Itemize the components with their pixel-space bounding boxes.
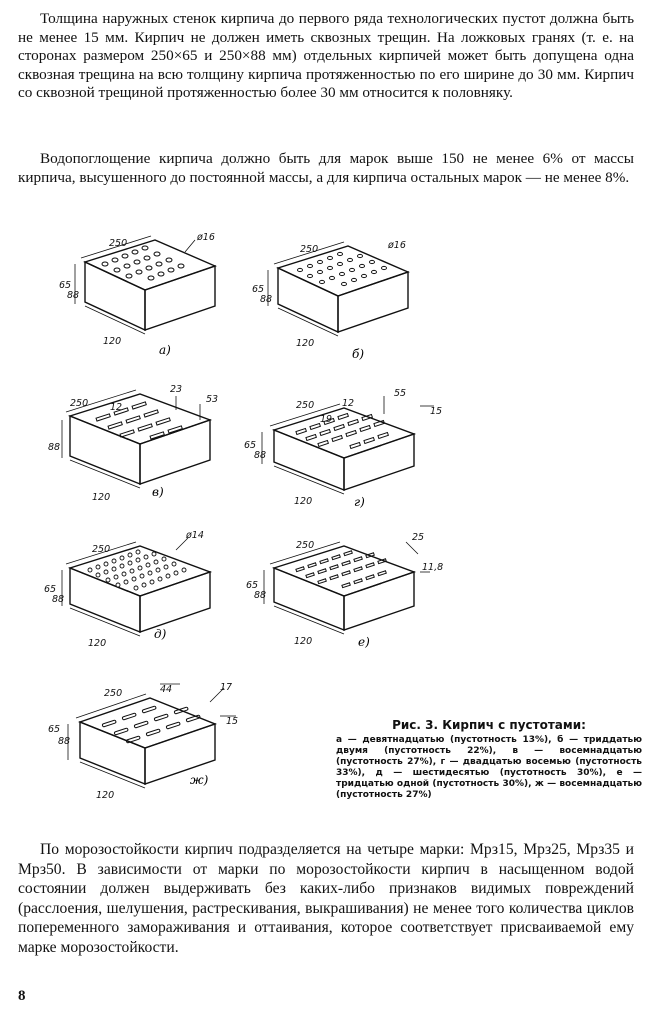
dim-height-alt: 88: [52, 594, 64, 605]
dim-height: 65: [44, 584, 56, 595]
dim-height: 65: [244, 440, 256, 451]
dim-length: 250: [104, 688, 122, 699]
dim-b: 53: [206, 394, 218, 405]
figure-label: е): [358, 635, 370, 649]
dim-height: 65: [246, 580, 258, 591]
dim-width: 120: [92, 492, 110, 503]
dim-b: 55: [394, 388, 406, 399]
dim-height: 65: [252, 284, 264, 295]
dim-length: 250: [296, 540, 314, 551]
dim-width: 120: [96, 790, 114, 801]
paragraph-wall-thickness: Толщина наружных стенок кирпича до перво…: [18, 10, 634, 102]
figure-caption: Рис. 3. Кирпич с пустотами: а — девятнад…: [336, 718, 642, 801]
dim-width: 120: [294, 636, 312, 647]
dim-width: 120: [103, 336, 121, 347]
brick-figure-v: 250 12 23 53 88 120 в): [40, 380, 240, 510]
dim-a: 17: [220, 682, 232, 693]
figure-label: а): [159, 343, 171, 357]
dim-height: 88: [48, 442, 60, 453]
dim-length: 250: [296, 400, 314, 411]
dim-slot: 12: [342, 398, 354, 409]
dim-a: 19: [320, 414, 332, 425]
brick-figure-b: 250 65 88 120 ø16 б): [248, 232, 433, 367]
dim-height-alt: 88: [58, 736, 70, 747]
figure-label: б): [352, 347, 364, 361]
figure-label: г): [354, 495, 365, 509]
dim-length: 250: [300, 244, 318, 255]
figure-caption-text: а — девятнадцатью (пустотность 13%), б —…: [336, 735, 642, 800]
dim-height: 65: [48, 724, 60, 735]
dim-height-alt: 88: [260, 294, 272, 305]
dim-c: 15: [430, 406, 442, 417]
page-number: 8: [18, 988, 26, 1004]
dim-height-alt: 88: [67, 290, 79, 301]
figure-caption-title: Рис. 3. Кирпич с пустотами:: [392, 718, 586, 732]
dim-slot: 12: [110, 402, 122, 413]
brick-figure-e: 250 25 65 88 11,8 120 е): [234, 522, 449, 657]
dim-width: 120: [88, 638, 106, 649]
brick-figure-g: 250 12 19 55 65 88 120 15 г): [234, 380, 449, 515]
dim-height-alt: 88: [254, 450, 266, 461]
dim-hole: ø16: [196, 232, 215, 243]
dim-length: 250: [92, 544, 110, 555]
dim-height-alt: 88: [254, 590, 266, 601]
dim-hole: ø14: [185, 530, 204, 541]
brick-figure-a: 250 65 88 120 ø16 а): [55, 232, 240, 367]
paragraph-frost-resistance: По морозостойкости кирпич подразделяется…: [18, 841, 634, 956]
figure-label: в): [152, 485, 164, 499]
brick-figure-zh: 250 44 17 65 88 15 120 ж): [40, 672, 250, 812]
dim-slot: 44: [160, 684, 172, 695]
dim-a: 25: [412, 532, 424, 543]
figure-label: д): [154, 627, 167, 641]
figure-label: ж): [190, 773, 209, 787]
dim-width: 120: [294, 496, 312, 507]
brick-figure-d: 250 ø14 65 88 120 д): [40, 522, 240, 657]
dim-length: 250: [109, 238, 127, 249]
dim-height: 65: [59, 280, 71, 291]
dim-b: 15: [226, 716, 238, 727]
paragraph-water-absorption: Водопоглощение кирпича должно быть для м…: [18, 150, 634, 186]
dim-length: 250: [70, 398, 88, 409]
dim-width: 120: [296, 338, 314, 349]
dim-a: 23: [170, 384, 182, 395]
dim-b: 11,8: [422, 562, 443, 573]
dim-hole: ø16: [387, 240, 406, 251]
